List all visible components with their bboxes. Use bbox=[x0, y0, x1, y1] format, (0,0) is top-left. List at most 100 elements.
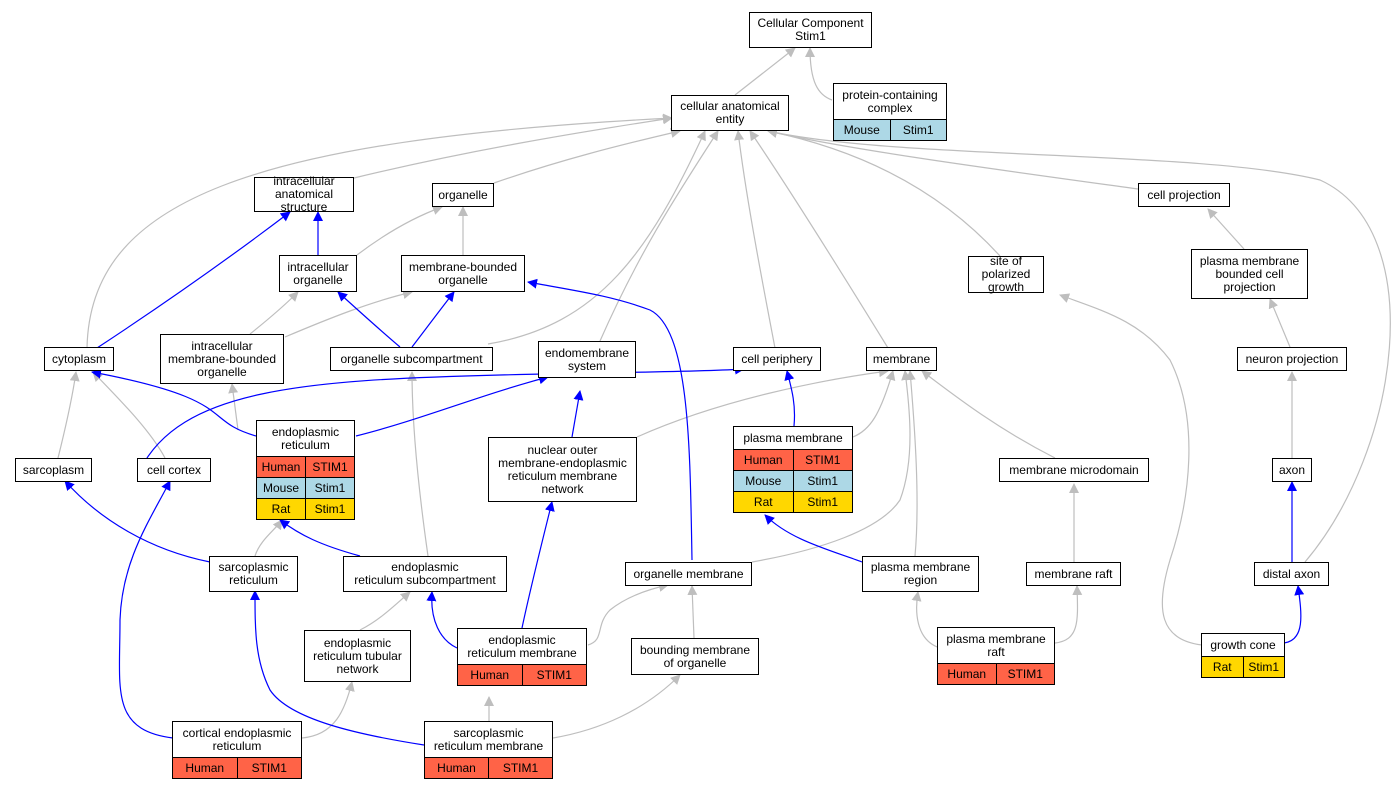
gene-symbol: Stim1 bbox=[1242, 657, 1285, 677]
node-bmo[interactable]: bounding membrane of organelle bbox=[631, 638, 759, 675]
node-label: intracellular membrane-bounded organelle bbox=[167, 338, 277, 379]
edge-bmo-om bbox=[687, 585, 698, 639]
edge-mem-cae bbox=[749, 130, 889, 349]
edge-org-cae bbox=[493, 128, 681, 184]
node-ersc[interactable]: endoplasmic reticulum subcompartment bbox=[343, 556, 507, 592]
node-mraft[interactable]: membrane raft bbox=[1026, 562, 1121, 586]
node-cae[interactable]: cellular anatomical entity bbox=[671, 95, 789, 131]
node-label: nuclear outer membrane-endoplasmic retic… bbox=[498, 442, 627, 496]
species-name: Human bbox=[185, 761, 225, 775]
node-label: axon bbox=[1278, 462, 1306, 477]
edge-pcc-root bbox=[805, 47, 833, 101]
node-label: neuron projection bbox=[1245, 351, 1339, 366]
edge-pm-cper bbox=[784, 370, 796, 427]
node-iorg[interactable]: intracellular organelle bbox=[279, 255, 357, 292]
edge-gc-spg bbox=[1059, 293, 1203, 646]
species-row-human: Human STIM1 bbox=[938, 663, 1054, 684]
edge-ias-cae bbox=[353, 114, 673, 179]
node-dax[interactable]: distal axon bbox=[1254, 562, 1329, 586]
node-ertn[interactable]: endoplasmic reticulum tubular network bbox=[304, 630, 411, 682]
species-name: Human bbox=[743, 453, 783, 467]
node-label: cell periphery bbox=[741, 351, 813, 366]
species-name: Mouse bbox=[262, 481, 300, 495]
node-imbo[interactable]: intracellular membrane-bounded organelle bbox=[160, 334, 284, 384]
species-name: Rat bbox=[1212, 660, 1232, 674]
node-sr[interactable]: sarcoplasmic reticulum bbox=[209, 556, 298, 592]
node-osc[interactable]: organelle subcompartment bbox=[330, 347, 493, 371]
gene-symbol: Stim1 bbox=[305, 478, 354, 498]
edge-cae-root bbox=[734, 47, 796, 96]
node-nome[interactable]: nuclear outer membrane-endoplasmic retic… bbox=[488, 437, 637, 502]
node-spg[interactable]: site of polarized growth bbox=[968, 255, 1044, 294]
node-label: organelle subcompartment bbox=[340, 351, 483, 366]
node-label: intracellular organelle bbox=[287, 259, 349, 287]
node-label: cellular anatomical entity bbox=[680, 99, 780, 126]
edge-iorg-org bbox=[356, 205, 443, 256]
edge-ersc-er bbox=[279, 519, 361, 557]
edge-pmr-pm bbox=[764, 514, 863, 563]
node-label: plasma membrane bounded cell projection bbox=[1199, 253, 1300, 294]
node-ias[interactable]: intracellular anatomical structure bbox=[254, 175, 354, 214]
node-label: membrane bbox=[872, 351, 931, 366]
edge-imbo-iorg bbox=[249, 291, 299, 335]
species-name: Human bbox=[261, 460, 301, 474]
edge-erm-nome bbox=[521, 501, 555, 629]
node-label: membrane raft bbox=[1034, 566, 1113, 581]
node-om[interactable]: organelle membrane bbox=[625, 562, 752, 586]
edge-gc-dax bbox=[1283, 585, 1305, 644]
node-label: organelle bbox=[438, 187, 488, 202]
node-pmbcp[interactable]: plasma membrane bounded cell projection bbox=[1191, 249, 1308, 299]
species-row-rat: Rat Stim1 bbox=[1202, 656, 1284, 677]
node-cproj[interactable]: cell projection bbox=[1138, 183, 1230, 207]
node-mem[interactable]: membrane bbox=[866, 347, 937, 371]
node-pmr[interactable]: plasma membrane region bbox=[862, 556, 979, 592]
edge-ems-cae bbox=[599, 130, 719, 342]
node-sarco[interactable]: sarcoplasm bbox=[15, 458, 92, 482]
edge-cer-ertn bbox=[301, 681, 355, 739]
edge-er-cyto bbox=[91, 368, 257, 437]
node-ems[interactable]: endomembrane system bbox=[538, 341, 636, 378]
edge-er-ems bbox=[355, 374, 549, 437]
species-name: Human bbox=[947, 667, 987, 681]
edge-cproj-cae bbox=[767, 128, 1139, 190]
gene-symbol: STIM1 bbox=[792, 450, 853, 470]
node-cper[interactable]: cell periphery bbox=[733, 347, 821, 371]
node-root[interactable]: Cellular Component Stim1 bbox=[749, 12, 872, 48]
gene-symbol: STIM1 bbox=[995, 664, 1055, 684]
node-label: growth cone bbox=[1210, 637, 1276, 652]
edge-cper-cae bbox=[734, 130, 776, 349]
node-label: endomembrane system bbox=[544, 345, 630, 373]
edge-imbo-mbo bbox=[284, 289, 413, 338]
node-label: sarcoplasm bbox=[22, 462, 85, 477]
node-label: cell projection bbox=[1147, 187, 1221, 202]
node-axon[interactable]: axon bbox=[1272, 458, 1312, 482]
edge-osc-mbo bbox=[411, 291, 455, 348]
species-name: Mouse bbox=[843, 123, 880, 137]
node-label: distal axon bbox=[1262, 566, 1321, 581]
edge-nproj-pmbcp bbox=[1268, 298, 1291, 348]
node-label: endoplasmic reticulum membrane bbox=[467, 632, 577, 660]
node-cyto[interactable]: cytoplasm bbox=[44, 347, 114, 371]
edge-sr-er bbox=[254, 519, 283, 557]
node-label: cortical endoplasmic reticulum bbox=[182, 725, 292, 753]
edge-pm-mem bbox=[852, 370, 896, 438]
node-mmd[interactable]: membrane microdomain bbox=[999, 458, 1149, 482]
node-cctx[interactable]: cell cortex bbox=[137, 458, 211, 482]
node-nproj[interactable]: neuron projection bbox=[1237, 347, 1347, 371]
gene-symbol: Stim1 bbox=[792, 492, 853, 512]
edge-cctx-cper bbox=[139, 364, 745, 471]
node-org[interactable]: organelle bbox=[432, 183, 494, 207]
node-mbo[interactable]: membrane-bounded organelle bbox=[401, 255, 525, 292]
node-label: endoplasmic reticulum tubular network bbox=[313, 635, 402, 676]
